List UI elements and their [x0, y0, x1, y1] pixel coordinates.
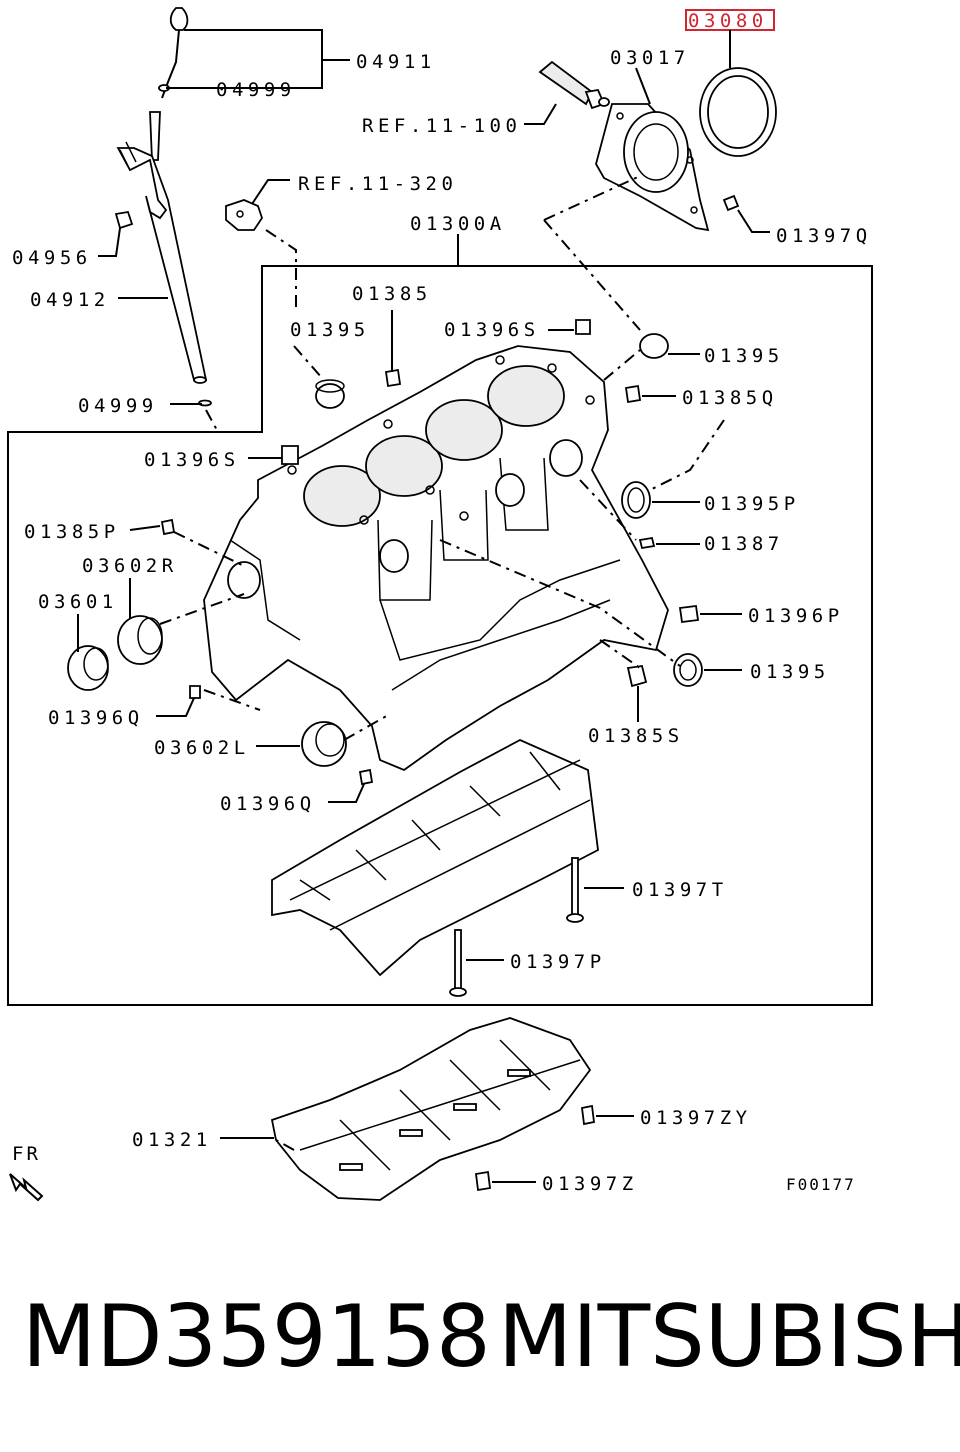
oil-seal-03080-drawing [699, 67, 777, 157]
figure-code: F00177 [786, 1175, 856, 1194]
label-03080: 03080 [688, 10, 768, 32]
label-04912: 04912 [30, 289, 110, 311]
label-01387: 01387 [704, 533, 784, 555]
label-01385s: 01385S [588, 725, 684, 747]
oil-seal-case-drawing [595, 103, 710, 232]
label-04956: 04956 [12, 247, 92, 269]
label-01385q: 01385Q [682, 387, 778, 409]
part-labels: 04911 04999 REF.11-100 03017 03080 REF.1… [12, 10, 872, 1195]
label-01397t: 01397T [632, 879, 728, 901]
label-01397q: 01397Q [776, 225, 872, 247]
label-03017: 03017 [610, 47, 690, 69]
label-01321: 01321 [132, 1129, 212, 1151]
label-01396p: 01396P [748, 605, 844, 627]
label-03601: 03601 [38, 591, 118, 613]
caption-part-number: MD359158 [22, 1287, 491, 1387]
label-01395p: 01395P [704, 493, 800, 515]
label-ref-11-320: REF.11-320 [298, 173, 457, 195]
cylinder-block-assembly-box [7, 265, 873, 1006]
bearing-cap-drawing [271, 738, 599, 977]
label-ref-11-100: REF.11-100 [362, 115, 521, 137]
alignment-lines [159, 175, 725, 1151]
bolt-01397q-drawing [722, 194, 740, 212]
baffle-bolts-drawing [474, 1104, 595, 1192]
label-01396q-lower: 01396Q [220, 793, 316, 815]
baffle-plate-drawing [270, 1017, 592, 1201]
small-parts-drawing [67, 319, 703, 786]
label-01395-top-right: 01395 [704, 345, 784, 367]
oil-dipstick-drawing [114, 7, 212, 407]
label-01395-right: 01395 [750, 661, 830, 683]
label-fr: FR [12, 1143, 41, 1165]
label-01395-left: 01395 [290, 319, 370, 341]
bolts-drawing [449, 857, 584, 997]
label-04999-bottom: 04999 [78, 395, 158, 417]
caption-brand: MITSUBISHI [498, 1287, 960, 1387]
caption: MD359158 MITSUBISHI [22, 1287, 960, 1387]
label-04999-top: 04999 [216, 79, 296, 101]
label-01385: 01385 [352, 283, 432, 305]
sealant-tube-drawing [538, 60, 610, 110]
sensor-drawing [225, 199, 263, 231]
cylinder-block-drawing [203, 345, 669, 772]
label-01397z: 01397Z [542, 1173, 638, 1195]
label-01396s-top: 01396S [444, 319, 540, 341]
label-04911: 04911 [356, 51, 436, 73]
label-01300a: 01300A [410, 213, 506, 235]
label-01397zy: 01397ZY [640, 1107, 752, 1129]
label-01396s-left: 01396S [144, 449, 240, 471]
front-arrow-icon [9, 1173, 44, 1202]
label-01385p: 01385P [24, 521, 120, 543]
leader-lines [77, 29, 770, 1183]
label-01397p: 01397P [510, 951, 606, 973]
label-03602r: 03602R [82, 555, 178, 577]
label-01396q-upper: 01396Q [48, 707, 144, 729]
label-03602l: 03602L [154, 737, 250, 759]
